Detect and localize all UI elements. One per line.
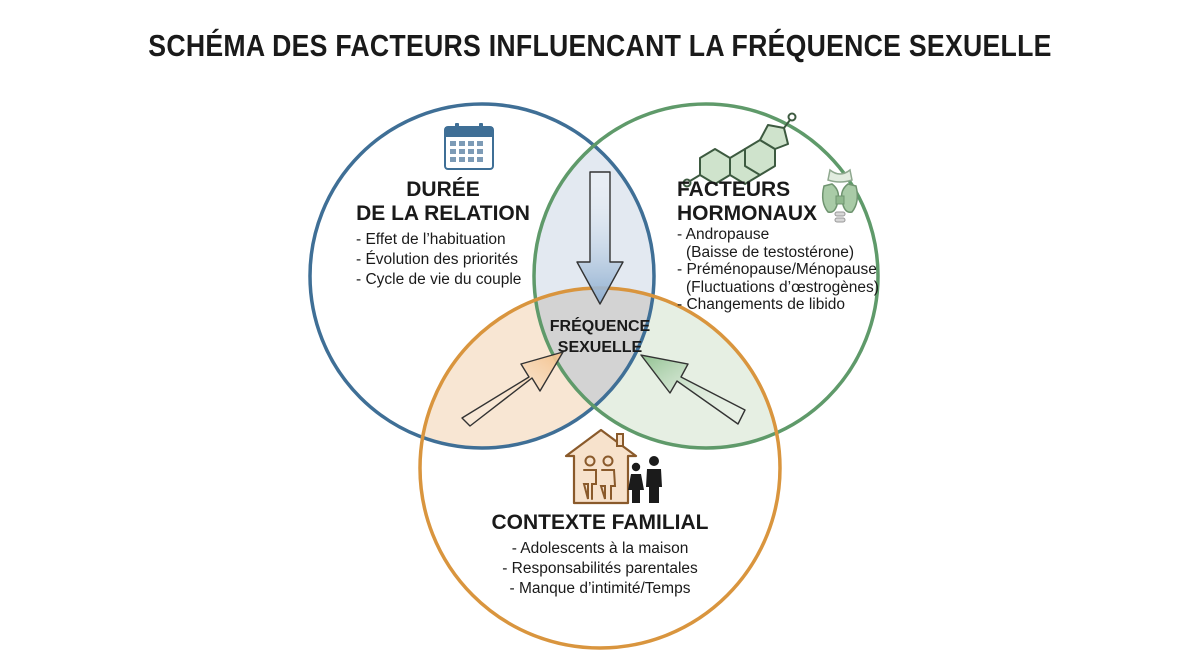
list-item-detail: (Baisse de testostérone) — [686, 243, 855, 261]
list-item: - Andropause — [677, 226, 770, 243]
duree-items: - Effet de l’habituation - Évolution des… — [356, 230, 536, 290]
hormonal-heading-line1: FACTEURS — [677, 178, 791, 201]
list-item: - Préménopause/Ménopause — [677, 261, 877, 278]
list-item: - Changements de libido — [677, 296, 846, 313]
center-label-line1: FRÉQUENCE — [549, 318, 651, 335]
duree-heading-line2: DE LA RELATION — [356, 202, 530, 225]
list-item: - Évolution des priorités — [356, 251, 518, 268]
list-item: - Manque d’intimité/Temps — [509, 580, 691, 597]
center-label: FRÉQUENCE SEXUELLE — [530, 316, 670, 358]
familial-heading: CONTEXTE FAMILIAL — [491, 511, 709, 534]
list-item: - Responsabilités parentales — [502, 560, 698, 577]
steroid-molecule-icon — [682, 112, 797, 188]
overlap-blue-orange — [420, 288, 654, 448]
arrow-from-duree — [576, 171, 624, 305]
hormonal-items: - Andropause (Baisse de testostérone) - … — [677, 226, 897, 314]
circle-duree — [308, 102, 656, 450]
family-house-icon — [564, 428, 662, 505]
list-item: - Adolescents à la maison — [511, 540, 689, 557]
list-item: - Cycle de vie du couple — [356, 271, 522, 288]
family-silhouettes — [628, 456, 662, 503]
calendar-icon — [444, 123, 494, 170]
duree-heading-line1: DURÉE — [406, 178, 480, 201]
list-item-detail: (Fluctuations d’œstrogènes) — [686, 278, 879, 296]
circle-hormonal — [532, 102, 880, 450]
list-item: - Effet de l’habituation — [356, 231, 506, 248]
arrow-from-familial — [461, 351, 564, 427]
diagram-title: SCHÉMA DES FACTEURS INFLUENCANT LA FRÉQU… — [148, 28, 1052, 63]
hormonal-heading: FACTEURS HORMONAUX — [677, 178, 827, 226]
overlap-green-orange — [534, 288, 780, 448]
familial-items: - Adolescents à la maison - Responsabili… — [460, 539, 740, 599]
arrow-from-hormonal — [640, 354, 746, 425]
center-label-line2: SEXUELLE — [557, 339, 643, 356]
hormonal-heading-line2: HORMONAUX — [677, 202, 817, 225]
duree-heading: DURÉE DE LA RELATION — [348, 178, 538, 226]
thyroid-gland-icon — [821, 168, 859, 223]
